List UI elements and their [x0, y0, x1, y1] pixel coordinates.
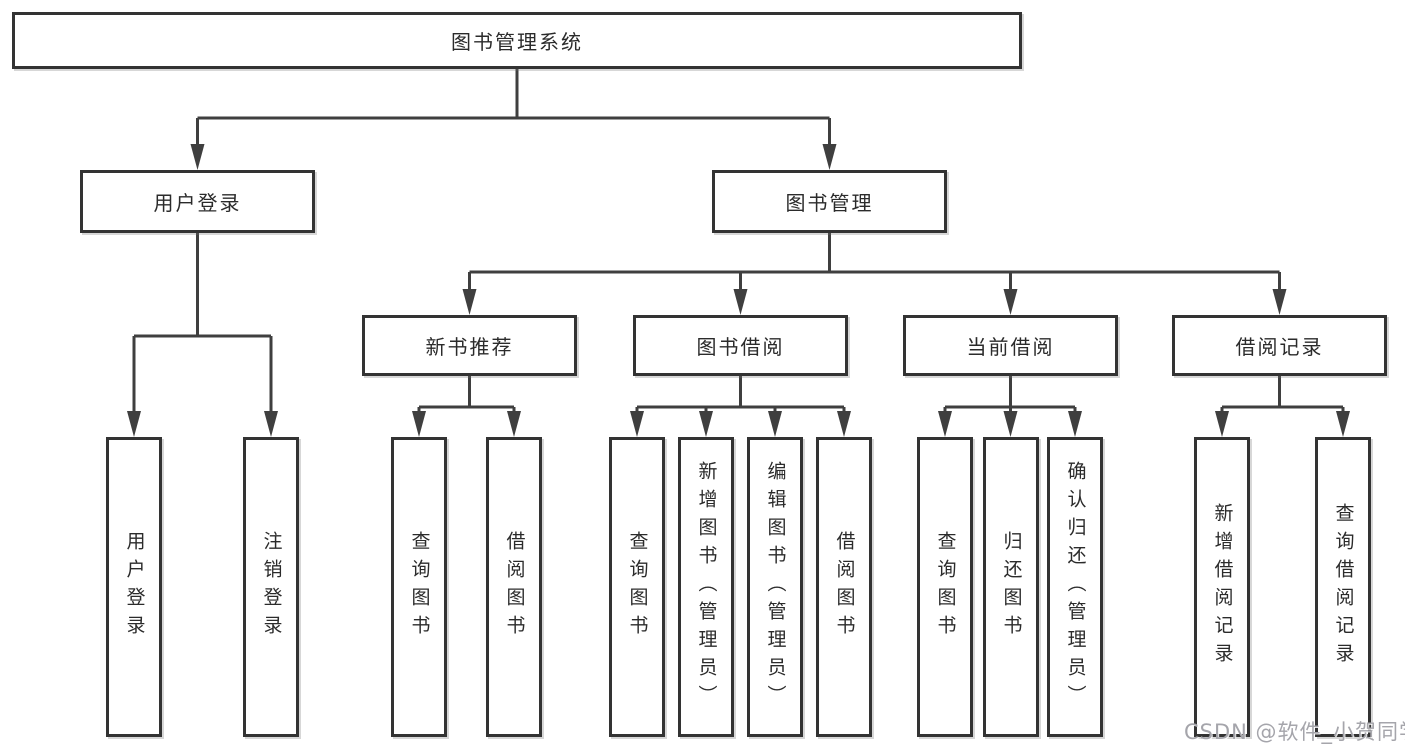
- node-label: 新增借阅记录: [1211, 503, 1234, 671]
- node-label: 借阅图书: [833, 531, 856, 643]
- node-current-borrowing: 当前借阅: [903, 315, 1118, 376]
- leaf-query-books-current: 查询图书: [917, 437, 973, 737]
- node-book-borrowing: 图书借阅: [633, 315, 848, 376]
- leaf-query-books-borrowing: 查询图书: [609, 437, 665, 737]
- node-label: 新书推荐: [425, 335, 514, 359]
- node-label: 借阅图书: [503, 531, 526, 643]
- leaf-borrow-books-borrowing: 借阅图书: [816, 437, 872, 737]
- node-label: 查询图书: [408, 531, 431, 643]
- leaf-add-books-admin: 新增图书（管理员）: [678, 437, 734, 737]
- leaf-confirm-return-admin: 确认归还（管理员）: [1047, 437, 1103, 737]
- leaf-query-books-recommendation: 查询图书: [391, 437, 447, 737]
- node-label: 查询图书: [626, 531, 649, 643]
- node-user-login: 用户登录: [80, 170, 315, 233]
- node-label: 确认归还（管理员）: [1064, 461, 1087, 713]
- leaf-user-login: 用户登录: [106, 437, 162, 737]
- leaf-return-books: 归还图书: [983, 437, 1039, 737]
- node-new-book-recommendation: 新书推荐: [362, 315, 577, 376]
- node-book-management: 图书管理: [712, 170, 947, 233]
- node-label: 图书管理系统: [451, 30, 583, 54]
- node-label: 查询借阅记录: [1332, 503, 1355, 671]
- node-label: 图书管理: [785, 191, 874, 215]
- node-label: 查询图书: [934, 531, 957, 643]
- leaf-logout-login: 注销登录: [243, 437, 299, 737]
- node-library-management-system: 图书管理系统: [12, 12, 1022, 69]
- node-label: 注销登录: [260, 531, 283, 643]
- node-label: 当前借阅: [966, 335, 1055, 359]
- leaf-edit-books-admin: 编辑图书（管理员）: [747, 437, 803, 737]
- node-borrowing-records: 借阅记录: [1172, 315, 1387, 376]
- node-label: 用户登录: [123, 531, 146, 643]
- node-label: 用户登录: [153, 191, 242, 215]
- node-label: 图书借阅: [696, 335, 785, 359]
- leaf-query-borrowing-record: 查询借阅记录: [1315, 437, 1371, 737]
- node-label: 归还图书: [1000, 531, 1023, 643]
- node-label: 编辑图书（管理员）: [764, 461, 787, 713]
- node-label: 新增图书（管理员）: [695, 461, 718, 713]
- node-label: 借阅记录: [1235, 335, 1324, 359]
- leaf-borrow-books-recommendation: 借阅图书: [486, 437, 542, 737]
- csdn-watermark: CSDN @软件_小贺同学: [1184, 720, 1405, 744]
- leaf-add-borrowing-record: 新增借阅记录: [1194, 437, 1250, 737]
